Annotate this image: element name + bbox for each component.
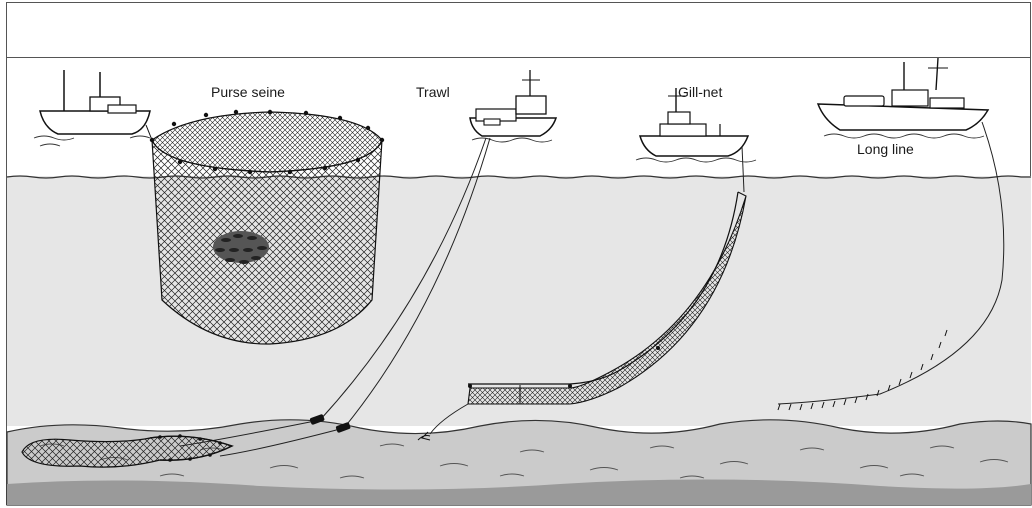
label-trawl: Trawl: [416, 84, 450, 100]
label-purse-seine: Purse seine: [211, 84, 285, 100]
label-gill-net: Gill-net: [678, 84, 722, 100]
purse-seine-net: [146, 110, 384, 344]
label-long-line: Long line: [857, 141, 914, 157]
